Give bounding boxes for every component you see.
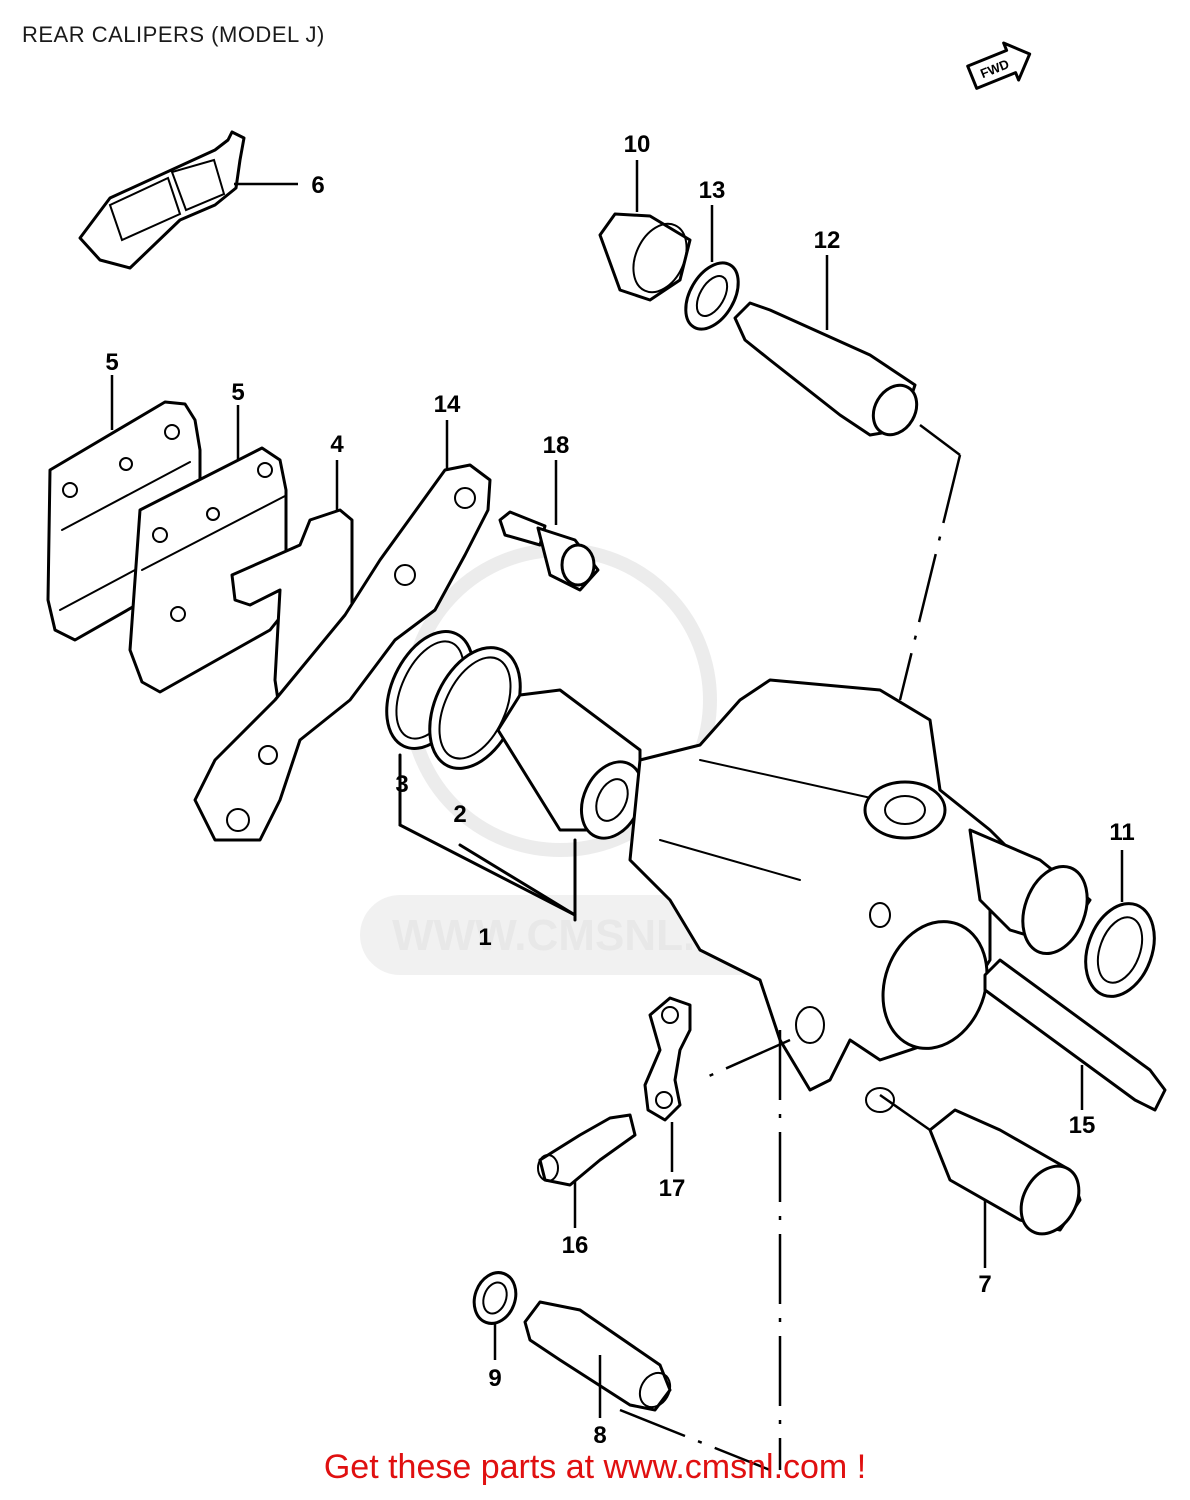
- part-15-slide-pin: [983, 958, 1167, 1112]
- callout-4: 4: [330, 431, 344, 458]
- callout-13: 13: [699, 177, 726, 204]
- part-9-washer: [472, 1271, 518, 1360]
- callout-11: 11: [1109, 819, 1134, 846]
- callout-6: 6: [311, 172, 324, 199]
- callout-5b: 5: [231, 379, 244, 406]
- part-2-piston-seal: [428, 646, 522, 770]
- callout-14: 14: [434, 391, 461, 418]
- part-7-slide-pin-lower: [928, 1108, 1082, 1268]
- callout-labels: 1 2 3 4 5 5 6 7 8 9 10 11 12 13 14 15 16…: [105, 131, 1134, 1449]
- callout-15: 15: [1069, 1112, 1096, 1139]
- callout-1: 1: [478, 924, 491, 951]
- callout-17: 17: [659, 1175, 686, 1202]
- callout-8: 8: [593, 1422, 606, 1449]
- callout-12: 12: [814, 227, 841, 254]
- assembly-guide-lines: [398, 424, 962, 1472]
- part-17-banjo-fitting: [643, 996, 692, 1172]
- forward-arrow-icon: FWD: [966, 41, 1032, 90]
- part-10-boot: [598, 160, 692, 302]
- callout-2: 2: [453, 801, 466, 828]
- callout-3: 3: [395, 771, 408, 798]
- part-14-caliper-bracket: [193, 420, 492, 842]
- callout-7: 7: [978, 1271, 991, 1298]
- callout-10: 10: [624, 131, 651, 158]
- part-6-pad-spring: [78, 130, 298, 270]
- footer-link-text[interactable]: Get these parts at www.cmsnl.com !: [323, 1448, 867, 1486]
- callout-16: 16: [562, 1232, 589, 1259]
- part-11-boot: [968, 828, 1156, 998]
- part-8-pin-bolt: [523, 1300, 672, 1418]
- part-12-slide-pin: [733, 255, 919, 437]
- part-18-mounting-bolt: [498, 460, 600, 592]
- caliper-body: [628, 678, 1022, 1113]
- part-16-bleeder-valve: [537, 1113, 637, 1228]
- callout-18: 18: [543, 432, 570, 459]
- page-title: REAR CALIPERS (MODEL J): [22, 22, 325, 47]
- part-13-washer: [684, 205, 740, 331]
- part-piston: [496, 688, 644, 840]
- callout-9: 9: [488, 1365, 501, 1392]
- callout-5a: 5: [105, 349, 118, 376]
